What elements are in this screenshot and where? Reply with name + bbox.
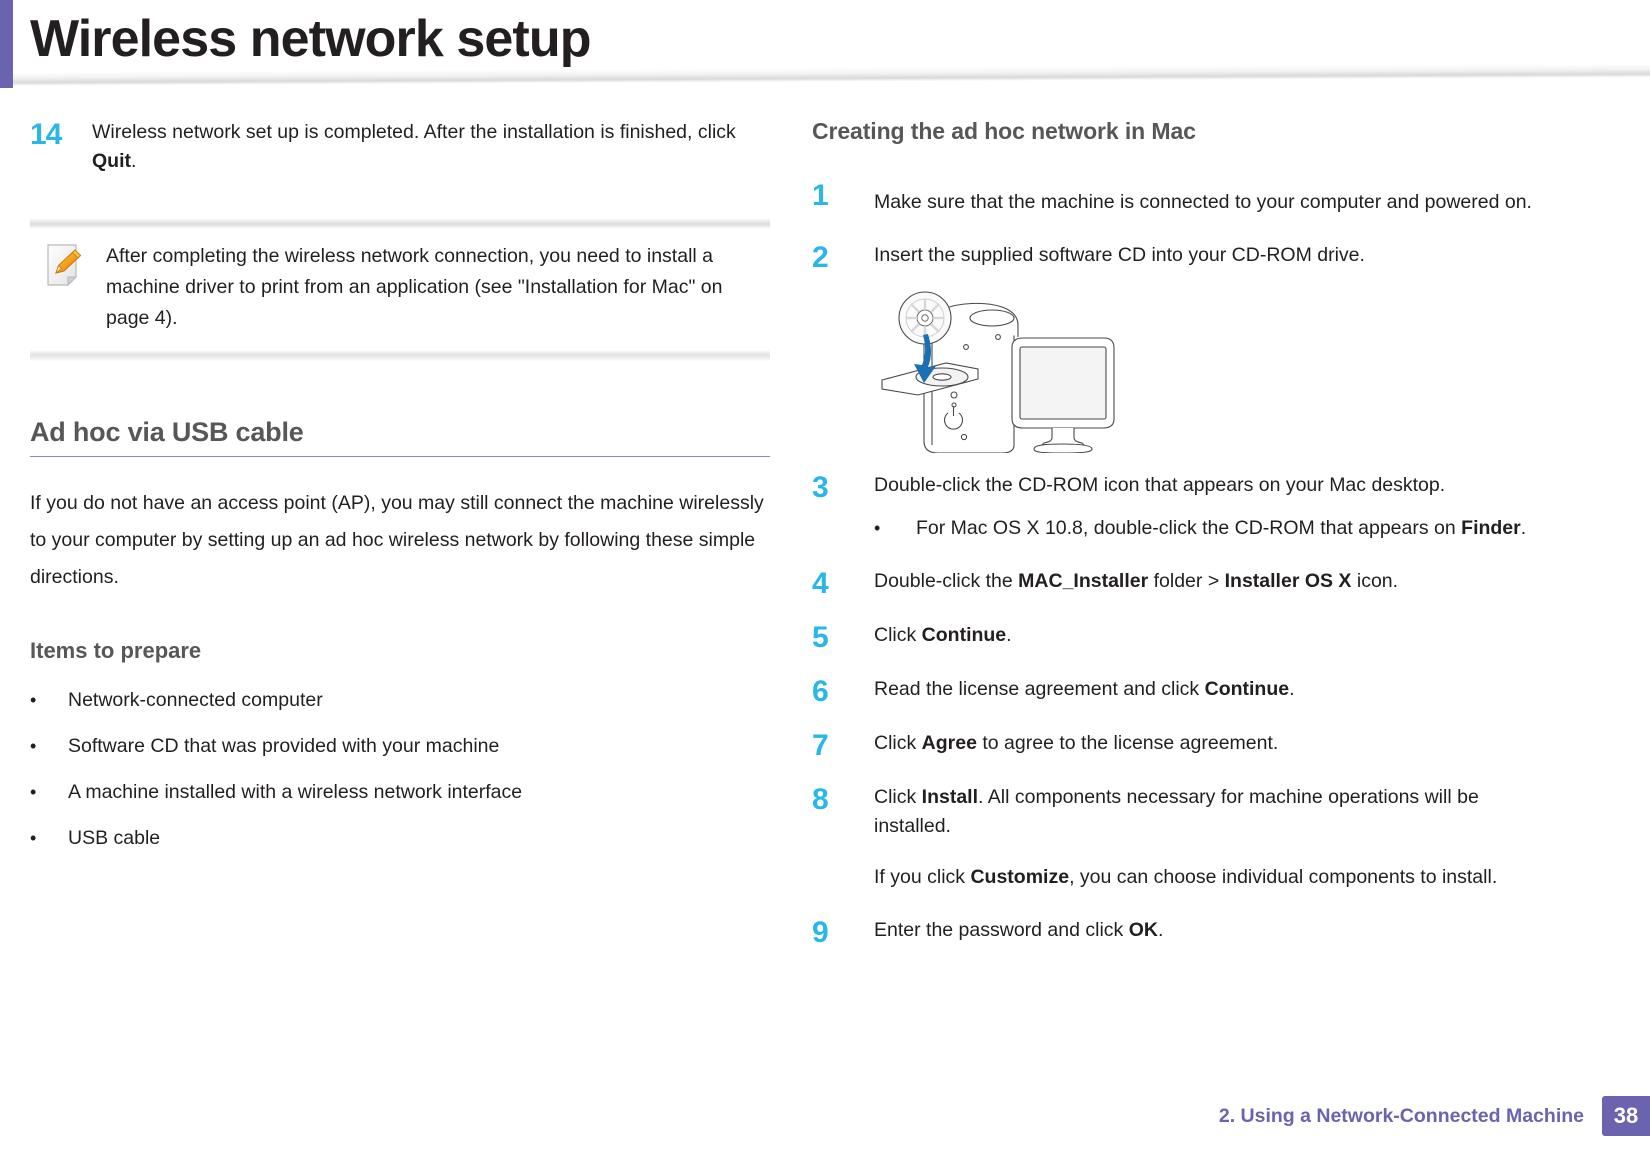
step-number: 1 [812,179,829,212]
footer-page-number: 38 [1602,1096,1650,1136]
step-extra-text: If you click Customize, you can choose i… [874,863,1552,892]
sub-text-emphasis: Finder [1461,517,1521,539]
list-item: • Software CD that was provided with you… [30,732,770,761]
step-text-p0: Click [874,624,922,646]
step-item: 2 Insert the supplied software CD into y… [812,241,1552,273]
note-pencil-icon [30,241,106,334]
step-text-p1: Install [921,786,979,808]
step-extra-p1: Customize [970,866,1070,888]
step-text-p0: Read the license agreement and click [874,678,1205,700]
sub-text-before: For Mac OS X 10.8, double-click the CD-R… [916,517,1462,539]
step-text-p2: . [1006,624,1012,646]
step-text: Click Continue. [874,621,1552,650]
step-text-emphasis: Quit [92,150,131,172]
bullet-icon: • [30,828,37,848]
bullet-icon: • [30,736,37,756]
note-top-rule [30,218,770,229]
step-extra-p0: If you click [874,866,971,888]
step-number: 7 [812,729,829,762]
bullet-icon: • [874,518,881,538]
step-text: Click Install. All components necessary … [874,783,1552,892]
step-text-p0: Enter the password and click [874,919,1129,941]
section-heading: Ad hoc via USB cable [30,417,304,447]
right-column: Creating the ad hoc network in Mac 1 Mak… [812,118,1552,954]
step-item: 3 Double-click the CD-ROM icon that appe… [812,471,1552,543]
step-item: 6 Read the license agreement and click C… [812,675,1552,707]
step-text-p1: Continue [1204,678,1290,700]
note-bottom-rule [30,350,770,361]
bullet-icon: • [30,782,37,802]
step-text-p0: Click [874,732,922,754]
note-text: After completing the wireless network co… [106,245,723,329]
step-text-main: Double-click the CD-ROM icon that appear… [874,474,1446,496]
cd-into-computer-illustration [866,285,1116,454]
step-text-p1: Agree [921,732,977,754]
step-text: Insert the supplied software CD into you… [874,244,1365,266]
step-text-p2: to agree to the license agreement. [976,732,1279,754]
list-item-label: Network-connected computer [68,689,323,711]
step-text: Make sure that the machine is connected … [874,191,1532,213]
step-item: 4 Double-click the MAC_Installer folder … [812,567,1552,599]
step-text-p3: Installer OS X [1224,570,1352,592]
step-text-p0: Double-click the [874,570,1019,592]
section-paragraph: If you do not have an access point (AP),… [30,492,764,588]
step-number: 3 [812,471,829,504]
step-text: Wireless network set up is completed. Af… [92,118,770,176]
section-underline [30,456,770,457]
step-text-p1: OK [1128,919,1158,941]
step-extra-p2: , you can choose individual components t… [1069,866,1498,888]
items-to-prepare-heading: Items to prepare [30,638,202,663]
items-to-prepare-list: • Network-connected computer • Software … [30,686,770,853]
list-item-label: Software CD that was provided with your … [68,735,500,757]
step-text: Enter the password and click OK. [874,916,1552,945]
page-footer: 2. Using a Network-Connected Machine 38 [1219,1096,1650,1136]
step-item: 5 Click Continue. [812,621,1552,653]
list-item: • Network-connected computer [30,686,770,715]
step-text-before: Wireless network set up is completed. Af… [92,121,736,143]
step-text-p1: Continue [921,624,1007,646]
list-item: • A machine installed with a wireless ne… [30,778,770,807]
step-sub-bullet: • For Mac OS X 10.8, double-click the CD… [874,514,1552,543]
step-number: 9 [812,916,829,949]
step-text-after: . [131,150,137,172]
bullet-icon: • [30,690,37,710]
step-item: 9 Enter the password and click OK. [812,916,1552,948]
step-text-p2: . [1289,678,1295,700]
step-text-p2: . All components necessary for machine o… [874,786,1479,837]
step-number: 2 [812,241,829,274]
step-text-p1: MAC_Installer [1018,570,1149,592]
step-item: 8 Click Install. All components necessar… [812,783,1552,892]
step-text-p4: icon. [1351,570,1399,592]
list-item: • USB cable [30,824,770,853]
right-column-heading: Creating the ad hoc network in Mac [812,118,1196,144]
step-sub-bullet-text: For Mac OS X 10.8, double-click the CD-R… [916,514,1552,543]
step-text: Double-click the CD-ROM icon that appear… [874,471,1552,543]
page-title: Wireless network setup [30,10,591,68]
step-text: Double-click the MAC_Installer folder > … [874,567,1552,596]
step-number: 6 [812,675,829,708]
left-column: 14 Wireless network set up is completed.… [30,118,770,870]
footer-chapter-label: 2. Using a Network-Connected Machine [1218,1105,1584,1127]
header-accent-bar [0,0,13,88]
step-text: Read the license agreement and click Con… [874,675,1552,704]
step-number: 5 [812,621,829,654]
step-item: 1 Make sure that the machine is connecte… [812,179,1552,225]
step-text-p2: folder > [1148,570,1225,592]
list-item-label: USB cable [68,827,161,849]
step-item: 14 Wireless network set up is completed.… [30,118,770,176]
section-ad-hoc-via-usb: Ad hoc via USB cable If you do not have … [30,417,770,596]
note-box: After completing the wireless network co… [30,218,770,361]
step-text-p2: . [1157,919,1164,941]
step-item: 7 Click Agree to agree to the license ag… [812,729,1552,761]
step-text-p0: Click [874,786,922,808]
sub-text-after: . [1520,517,1527,539]
step-number: 8 [812,783,829,816]
step-text: Click Agree to agree to the license agre… [874,729,1552,758]
step-number: 14 [30,118,62,151]
list-item-label: A machine installed with a wireless netw… [68,781,523,803]
page-header: Wireless network setup [0,0,1650,92]
step-number: 4 [812,567,829,600]
